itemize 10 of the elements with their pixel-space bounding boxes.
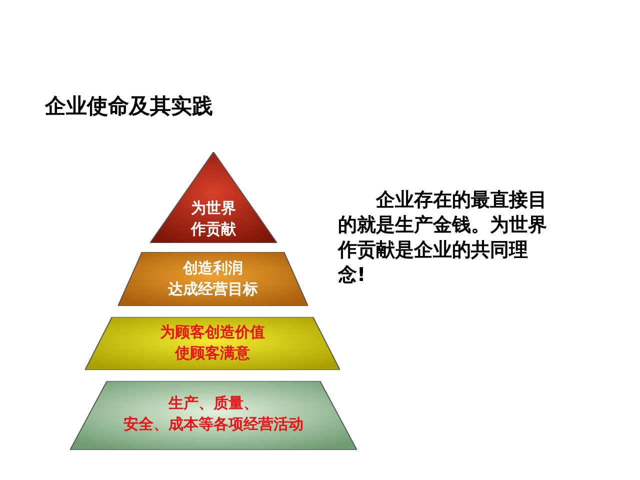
tier-label: 生产、质量、安全、成本等各项经营活动	[124, 393, 304, 435]
tier-label: 创造利润达成经营目标	[168, 258, 258, 300]
pyramid-tier	[85, 317, 340, 370]
pyramid-tier	[118, 252, 308, 306]
statement-text: 企业存在的最直接目的就是生产金钱。为世界作贡献是企业的共同理念!	[338, 188, 548, 288]
tier-label: 为顾客创造价值使顾客满意	[160, 322, 265, 364]
pyramid-tier	[70, 381, 357, 450]
pyramid-apex	[150, 152, 277, 243]
title: 企业使命及其实践	[45, 93, 213, 120]
tier-label: 为世界作贡献	[191, 198, 236, 240]
